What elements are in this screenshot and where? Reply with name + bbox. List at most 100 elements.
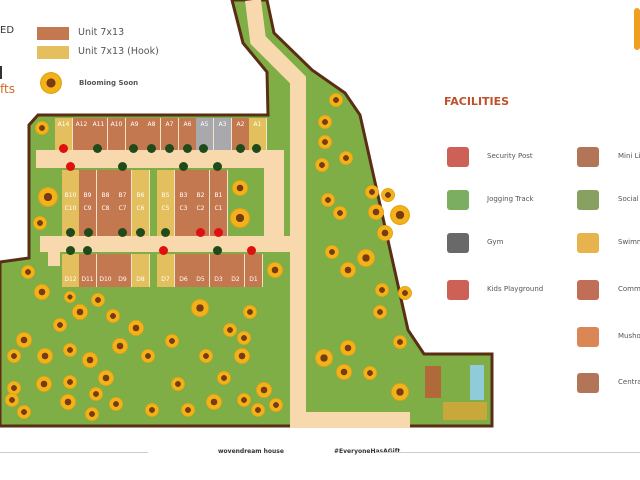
unit-label: A1 bbox=[253, 121, 262, 128]
unit-b8[interactable]: B8 bbox=[97, 170, 115, 203]
unit-label: B3 bbox=[179, 192, 188, 199]
unit-b5[interactable]: B5 bbox=[157, 170, 175, 203]
sunflower bbox=[64, 291, 76, 303]
left-edge-text-2: fts bbox=[0, 82, 15, 96]
unit-c9[interactable]: C9 bbox=[79, 203, 97, 236]
sunflower bbox=[38, 187, 58, 207]
unit-label: B1 bbox=[214, 192, 223, 199]
unit-d2[interactable]: D2 bbox=[227, 254, 245, 287]
unit-label: C2 bbox=[196, 205, 205, 212]
unit-label: C1 bbox=[214, 205, 223, 212]
sunflower bbox=[339, 151, 353, 165]
unit-label: B5 bbox=[161, 192, 170, 199]
sunflower bbox=[145, 403, 159, 417]
unit-label: A3 bbox=[218, 121, 227, 128]
unit-d9[interactable]: D9 bbox=[114, 254, 132, 287]
unit-d10[interactable]: D10 bbox=[97, 254, 115, 287]
unit-label: C7 bbox=[118, 205, 127, 212]
unit-c8[interactable]: C8 bbox=[97, 203, 115, 236]
sunflower bbox=[17, 405, 31, 419]
road-c bbox=[40, 236, 298, 252]
sunflower bbox=[141, 349, 155, 363]
unit-b3[interactable]: B3 bbox=[175, 170, 193, 203]
unit-a1[interactable]: A1 bbox=[249, 118, 267, 150]
unit-d5[interactable]: D5 bbox=[192, 254, 210, 287]
unit-c3[interactable]: C3 bbox=[175, 203, 193, 236]
sunflower bbox=[340, 340, 356, 356]
security-post-icon bbox=[447, 147, 469, 167]
gym-area bbox=[443, 402, 487, 420]
sunflower bbox=[256, 382, 272, 398]
unit-label: C10 bbox=[64, 205, 77, 212]
unit-label: C3 bbox=[179, 205, 188, 212]
left-edge-text-1: ED bbox=[0, 25, 15, 36]
unit-c6[interactable]: C6 bbox=[132, 203, 150, 236]
unit-b1[interactable]: B1 bbox=[210, 170, 228, 203]
unit-b9[interactable]: B9 bbox=[79, 170, 97, 203]
sunflower bbox=[232, 180, 248, 196]
sunflower bbox=[165, 334, 179, 348]
status-dot-red bbox=[247, 246, 256, 255]
facility-label: Mini Li bbox=[618, 152, 640, 160]
playground-slide-icon bbox=[447, 280, 469, 300]
status-dot-red bbox=[59, 144, 68, 153]
unit-b6[interactable]: B6 bbox=[132, 170, 150, 203]
sunflower bbox=[237, 393, 251, 407]
facility-label: Comm bbox=[618, 285, 640, 293]
unit-a3[interactable]: A3 bbox=[214, 118, 232, 150]
unit-a12[interactable]: A12 bbox=[73, 118, 91, 150]
sunflower bbox=[243, 305, 257, 319]
status-dot-green bbox=[118, 162, 127, 171]
unit-a11[interactable]: A11 bbox=[90, 118, 108, 150]
unit-d7[interactable]: D7 bbox=[157, 254, 175, 287]
sunflower bbox=[398, 286, 412, 300]
unit-d1[interactable]: D1 bbox=[245, 254, 263, 287]
social-area-icon bbox=[577, 190, 599, 210]
sunflower bbox=[171, 377, 185, 391]
unit-b7[interactable]: B7 bbox=[114, 170, 132, 203]
unit-label: B9 bbox=[83, 192, 92, 199]
sunflower bbox=[340, 262, 356, 278]
status-dot-green bbox=[93, 144, 102, 153]
jogging-track-icon bbox=[447, 190, 469, 210]
legend-label-hook: Unit 7x13 (Hook) bbox=[78, 46, 159, 57]
unit-c7[interactable]: C7 bbox=[114, 203, 132, 236]
unit-label: B8 bbox=[101, 192, 110, 199]
unit-a14[interactable]: A14 bbox=[55, 118, 73, 150]
status-dot-green bbox=[83, 246, 92, 255]
sunflower-icon bbox=[40, 72, 62, 94]
sunflower bbox=[21, 265, 35, 279]
unit-c1[interactable]: C1 bbox=[210, 203, 228, 236]
sunflower bbox=[128, 320, 144, 336]
status-dot-green bbox=[161, 228, 170, 237]
unit-a8[interactable]: A8 bbox=[143, 118, 161, 150]
unit-label: D9 bbox=[118, 276, 127, 283]
sunflower bbox=[33, 216, 47, 230]
unit-b10[interactable]: B10 bbox=[62, 170, 80, 203]
unit-b2[interactable]: B2 bbox=[192, 170, 210, 203]
road-b bbox=[264, 150, 284, 250]
unit-c2[interactable]: C2 bbox=[192, 203, 210, 236]
unit-d6[interactable]: D6 bbox=[175, 254, 193, 287]
sunflower bbox=[315, 349, 333, 367]
top-right-logo-fragment bbox=[634, 8, 640, 50]
sunflower bbox=[35, 121, 49, 135]
sunflower bbox=[393, 335, 407, 349]
unit-d8[interactable]: D8 bbox=[132, 254, 150, 287]
unit-a10[interactable]: A10 bbox=[108, 118, 126, 150]
unit-d12[interactable]: D12 bbox=[62, 254, 80, 287]
sunflower bbox=[63, 375, 77, 389]
unit-d11[interactable]: D11 bbox=[79, 254, 97, 287]
status-dot-green bbox=[147, 144, 156, 153]
sunflower bbox=[82, 352, 98, 368]
sunflower bbox=[325, 245, 339, 259]
unit-d3[interactable]: D3 bbox=[210, 254, 228, 287]
sunflower bbox=[336, 364, 352, 380]
footer-line-right bbox=[375, 452, 640, 453]
sunflower bbox=[72, 304, 88, 320]
sunflower bbox=[7, 349, 21, 363]
unit-c5[interactable]: C5 bbox=[157, 203, 175, 236]
unit-a5[interactable]: A5 bbox=[196, 118, 214, 150]
unit-a7[interactable]: A7 bbox=[161, 118, 179, 150]
unit-label: D6 bbox=[179, 276, 188, 283]
